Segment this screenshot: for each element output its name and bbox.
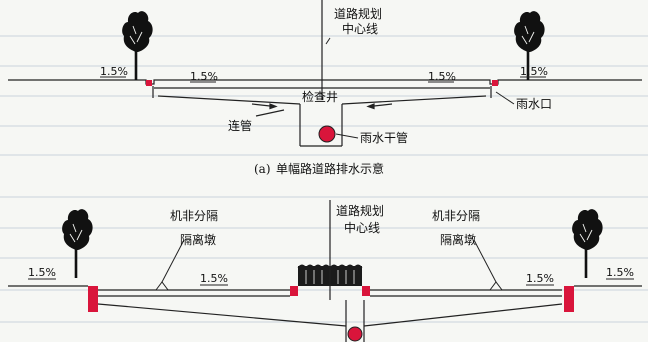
road-profile-b: [8, 285, 642, 342]
slope-labels-a: 1.5% 1.5% 1.5% 1.5%: [100, 65, 548, 83]
diagram-a: 1.5% 1.5% 1.5% 1.5% 道路规划 中心线 检查井 连管 雨水干管…: [8, 0, 642, 176]
centerline-label-b2: 中心线: [344, 220, 380, 235]
flow-arrows-a: [251, 103, 393, 117]
slope-label: 1.5%: [526, 272, 554, 285]
connecting-pipe-label: 连管: [228, 118, 252, 133]
curb-left-b: [88, 286, 98, 312]
separator-label-left-1: 机非分隔: [170, 209, 218, 223]
rain-inlet-label: 雨水口: [516, 97, 552, 111]
curb-left-a: [146, 80, 152, 86]
slope-label: 1.5%: [100, 65, 128, 78]
median-right-b: [362, 286, 370, 296]
manhole-icon: [347, 326, 363, 342]
separator-piers: [155, 239, 503, 291]
slope-label: 1.5%: [200, 272, 228, 285]
slope-label: 1.5%: [28, 266, 56, 279]
pipe-icon: [318, 125, 336, 143]
tree-icon: [61, 208, 94, 279]
diagram-b: 1.5% 1.5% 1.5% 1.5% 道路规划 中心线 机非分隔 隔离墩 机非…: [8, 200, 642, 342]
curb-right-b: [564, 286, 574, 312]
leaders-a: [325, 37, 515, 139]
centerline-label-a2: 中心线: [342, 21, 378, 36]
caption-a: 单幅路道路排水示意: [276, 161, 384, 176]
inspection-well-label: 检查井: [302, 89, 338, 104]
centerline-label-b1: 道路规划: [336, 203, 384, 218]
slope-labels-b: 1.5% 1.5% 1.5% 1.5%: [28, 266, 634, 286]
separator-label-right-1: 机非分隔: [432, 209, 480, 223]
slope-label: 1.5%: [606, 266, 634, 279]
separator-label-left-2: 隔离墩: [180, 232, 216, 247]
tree-icon: [571, 208, 604, 279]
background-lines: [0, 35, 648, 323]
slope-label: 1.5%: [428, 70, 456, 83]
slope-label: 1.5%: [190, 70, 218, 83]
centerline-label-a1: 道路规划: [334, 6, 382, 21]
slope-label: 1.5%: [520, 65, 548, 78]
median-left-b: [290, 286, 298, 296]
caption-prefix: (a): [254, 162, 271, 176]
separator-label-right-2: 隔离墩: [440, 232, 476, 247]
curb-right-a: [492, 80, 498, 86]
rain-main-pipe-label: 雨水干管: [360, 130, 408, 145]
